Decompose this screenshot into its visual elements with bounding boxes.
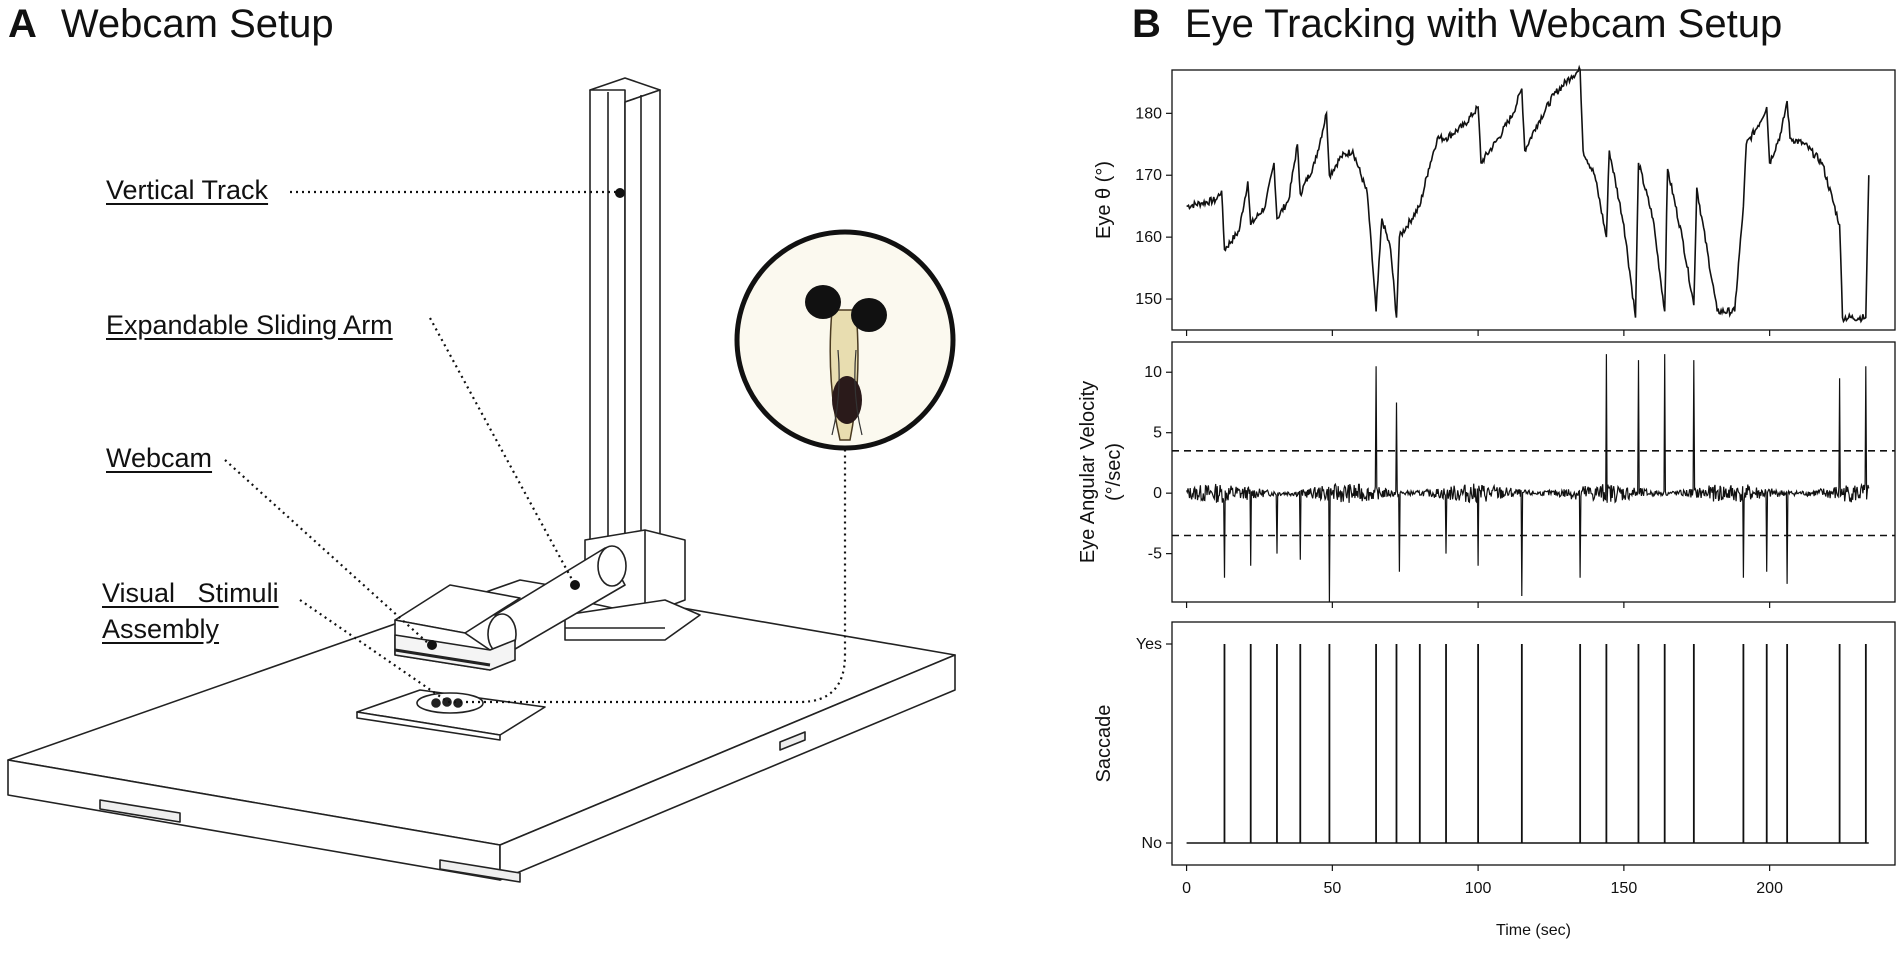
x-tick-label: 100: [1465, 880, 1492, 897]
eye-theta-ytick-label: 150: [1135, 291, 1162, 308]
velocity-series-line: [1186, 354, 1870, 603]
velocity-ytick-label: -5: [1148, 546, 1162, 563]
panel-b-letter: B: [1132, 2, 1161, 46]
callout-stimuli-line1: Visual Stimuli: [102, 578, 279, 608]
callout-stimuli-line2: Assembly: [102, 614, 220, 644]
eye-theta-ytick-label: 180: [1135, 105, 1162, 122]
larva-right-eye-icon: [851, 298, 887, 332]
sliding-arm-marker: [570, 580, 580, 590]
velocity-ytick-label: 10: [1144, 364, 1162, 381]
saccade-ylabel: Saccade: [1093, 705, 1115, 783]
callout-sliding-arm: Expandable Sliding Arm: [106, 310, 393, 340]
velocity-ylabel-unit: (°/sec): [1103, 443, 1125, 501]
webcam-setup-illustration: [7, 77, 956, 883]
callout-leader-lines: [224, 190, 847, 704]
x-tick-label: 50: [1323, 880, 1341, 897]
panel-a-title: A Webcam Setup: [8, 2, 334, 47]
x-tick-label: 0: [1182, 880, 1191, 897]
webcam: [394, 584, 521, 671]
plot-frame-2: [1171, 341, 1896, 603]
larva-left-eye-icon: [805, 285, 841, 319]
callout-webcam: Webcam: [106, 443, 213, 473]
eye-theta-ytick-label: 160: [1135, 229, 1162, 246]
vertical-track-marker: [615, 188, 625, 198]
webcam-marker: [427, 640, 437, 650]
callout-vertical-track: Vertical Track: [106, 175, 269, 205]
eye-theta-ylabel: Eye θ (°): [1093, 161, 1115, 239]
eye-theta-ytick-label: 170: [1135, 167, 1162, 184]
x-tick-label: 150: [1611, 880, 1638, 897]
larva-zoom-circle: [734, 229, 956, 451]
velocity-ytick-label: 5: [1153, 425, 1162, 442]
panel-b-title-text: Eye Tracking with Webcam Setup: [1184, 2, 1783, 46]
vertical-track: [564, 77, 701, 641]
panel-a-title-text: Webcam Setup: [60, 2, 334, 46]
velocity-ylabel: Eye Angular Velocity: [1077, 381, 1099, 563]
panel-b-title: B Eye Tracking with Webcam Setup: [1132, 2, 1782, 47]
panel-a-letter: A: [8, 2, 37, 46]
plot-frame-3: [1171, 621, 1896, 866]
saccade-ytick-label: Yes: [1136, 636, 1162, 653]
x-axis-label: Time (sec): [1496, 922, 1571, 939]
plot-frame-1: [1171, 69, 1896, 331]
saccade-ytick-label: No: [1142, 835, 1163, 852]
eye-theta-series-line: [1186, 64, 1870, 324]
velocity-ytick-label: 0: [1153, 485, 1162, 502]
x-tick-label: 200: [1756, 880, 1783, 897]
